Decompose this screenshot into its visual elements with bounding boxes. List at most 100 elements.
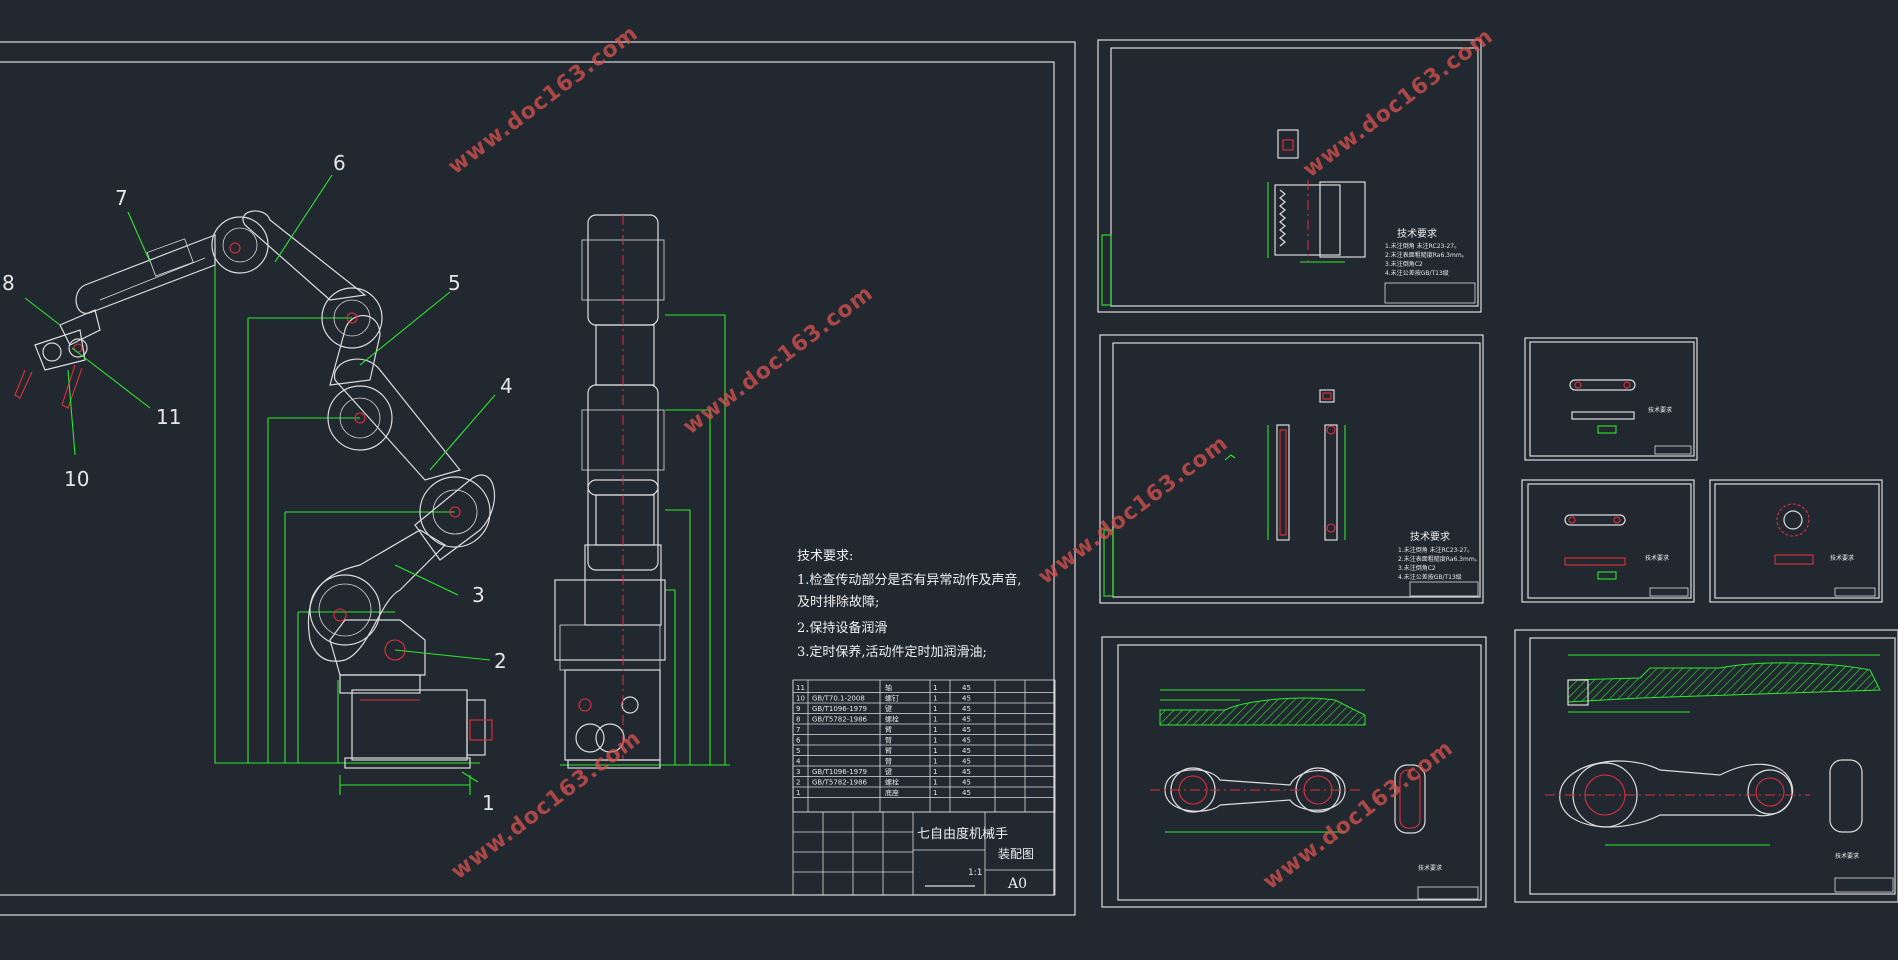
sheet-g-tech-title: 技术要求 <box>1835 852 1859 860</box>
bom-cell: 45 <box>962 716 971 724</box>
bom-cell: 底座 <box>885 788 899 797</box>
link-7[interactable] <box>75 234 216 315</box>
part-leader-lines <box>24 174 496 783</box>
title-block[interactable]: 七自由度机械手 装配图 A0 1:1 <box>792 811 1056 896</box>
detail-sheet-small-link[interactable]: 技术要求 <box>1524 337 1698 461</box>
bom-cell: 1 <box>933 747 937 755</box>
bom-cell: 9 <box>796 705 800 713</box>
bom-cell: 45 <box>962 695 971 703</box>
robot-arm-front-view[interactable] <box>554 214 730 769</box>
bom-cell: GB/T70.1-2008 <box>812 695 865 703</box>
robot-arm-side-view[interactable]: 1 2 3 4 5 6 7 8 10 11 <box>2 151 513 815</box>
front-view-dimension-lines <box>560 314 730 766</box>
bom-cell: 45 <box>962 747 971 755</box>
bom-row: 8 GB/T5782-1986 螺栓 1 45 <box>796 715 971 724</box>
bom-cell: 1 <box>796 789 800 797</box>
bom-cell: 键 <box>885 704 892 713</box>
bom-cell: GB/T1096-1979 <box>812 705 867 713</box>
main-assembly-sheet[interactable]: 1 2 3 4 5 6 7 8 10 11 <box>0 41 1076 916</box>
bom-cell: 45 <box>962 768 971 776</box>
base-assembly[interactable] <box>329 619 493 769</box>
detail-sheet-rack[interactable]: 技术要求 1.未注倒角 未注RC23-27。 2.未注表面粗糙度Ra6.3mm。… <box>1097 39 1482 313</box>
sheet-a-tech-line-1: 1.未注倒角 未注RC23-27。 <box>1385 242 1460 250</box>
link-5[interactable] <box>327 358 462 481</box>
bom-cell: 6 <box>796 737 801 745</box>
detail-sheet-gear[interactable]: 技术要求 <box>1709 479 1883 603</box>
bom-cell: 1 <box>933 684 937 692</box>
bom-cell: 3 <box>796 768 800 776</box>
height-dimension-lines <box>214 245 480 795</box>
tech-req-title: 技术要求: <box>797 549 853 564</box>
bom-cell: 8 <box>796 716 800 724</box>
bom-row: 6 臂 1 45 <box>796 736 971 745</box>
detail-sheet-large-link[interactable]: 技术要求 <box>1514 629 1898 903</box>
part-label-4: 4 <box>500 374 513 398</box>
bom-cell: 10 <box>796 695 805 703</box>
main-sheet-inner-border <box>0 61 1055 896</box>
main-tech-requirements: 技术要求: 1.检查传动部分是否有异常动作及声音, 及时排除故障; 2.保持设备… <box>797 549 1022 660</box>
bom-cell: 1 <box>933 716 937 724</box>
sheet-b-tech-line-4: 4.未注公差按GB/T13级 <box>1398 573 1462 581</box>
bom-cell: 臂 <box>885 725 892 734</box>
gripper[interactable] <box>14 309 101 409</box>
sheet-d-tech-title: 技术要求 <box>1645 554 1669 562</box>
bom-cell: 45 <box>962 737 971 745</box>
part-label-5: 5 <box>448 271 461 295</box>
bom-cell: GB/T1096-1979 <box>812 768 867 776</box>
sheet-a-tech-line-3: 3.未注倒角C2 <box>1385 260 1423 268</box>
detail-sheet-arm-link[interactable]: 技术要求 <box>1101 636 1487 908</box>
bom-row: 5 臂 1 45 <box>796 746 971 755</box>
bom-cell: 45 <box>962 726 971 734</box>
bom-row: 3 GB/T1096-1979 键 1 45 <box>796 767 971 776</box>
part-label-6: 6 <box>333 151 346 175</box>
bom-cell: 5 <box>796 747 800 755</box>
sheet-c-tech-title: 技术要求 <box>1648 406 1672 414</box>
sheet-f-tech-title: 技术要求 <box>1418 864 1442 872</box>
part-label-10: 10 <box>64 467 89 491</box>
watermark-2: www.doc163.com <box>679 281 879 440</box>
bom-cell: 臂 <box>885 736 892 745</box>
part-label-3: 3 <box>472 583 485 607</box>
sheet-a-tech-line-2: 2.未注表面粗糙度Ra6.3mm。 <box>1385 251 1468 259</box>
bom-cell: 1 <box>933 737 937 745</box>
part-label-7: 7 <box>115 186 128 210</box>
bom-cell: 45 <box>962 779 971 787</box>
sheet-a-tech-title: 技术要求 <box>1397 227 1437 240</box>
bom-cell: GB/T5782-1986 <box>812 716 868 724</box>
bom-cell: 1 <box>933 758 937 766</box>
part-label-11: 11 <box>156 405 181 429</box>
bom-cell: 1 <box>933 695 937 703</box>
part-label-8: 8 <box>2 271 15 295</box>
bom-cell: 1 <box>933 705 937 713</box>
main-sheet-outer-border <box>0 41 1076 916</box>
bom-cell: 1 <box>933 726 937 734</box>
bom-cell: 1 <box>933 768 937 776</box>
detail-sheet-small-shaft[interactable]: 技术要求 <box>1521 479 1695 603</box>
bom-cell: 2 <box>796 779 800 787</box>
detail-sheet-link-plate[interactable]: 技术要求 1.未注倒角 未注RC23-27。 2.未注表面粗糙度Ra6.3mm。… <box>1099 334 1484 604</box>
bom-cell: 45 <box>962 684 971 692</box>
sheet-a-tech-line-4: 4.未注公差按GB/T13级 <box>1385 269 1449 277</box>
bom-cell: 4 <box>796 758 801 766</box>
sheet-b-tech-title: 技术要求 <box>1410 530 1450 543</box>
bom-cell: 臂 <box>885 746 892 755</box>
bom-cell: 7 <box>796 726 800 734</box>
link-3[interactable] <box>307 529 446 662</box>
bom-cell: 键 <box>885 767 892 776</box>
bom-cell: 螺栓 <box>885 715 899 724</box>
sheet-b-tech-line-3: 3.未注倒角C2 <box>1398 564 1436 572</box>
link-6[interactable] <box>211 210 383 386</box>
bom-cell: 臂 <box>885 757 892 766</box>
link-4[interactable] <box>414 474 495 561</box>
sheet-b-tech-line-2: 2.未注表面粗糙度Ra6.3mm。 <box>1398 555 1481 563</box>
bom-cell: 轴 <box>885 683 892 692</box>
part-label-2: 2 <box>494 649 507 673</box>
bom-cell: 螺钉 <box>885 694 899 703</box>
bom-row: 10 GB/T70.1-2008 螺钉 1 45 <box>796 694 971 703</box>
sheet-type: 装配图 <box>998 847 1034 861</box>
